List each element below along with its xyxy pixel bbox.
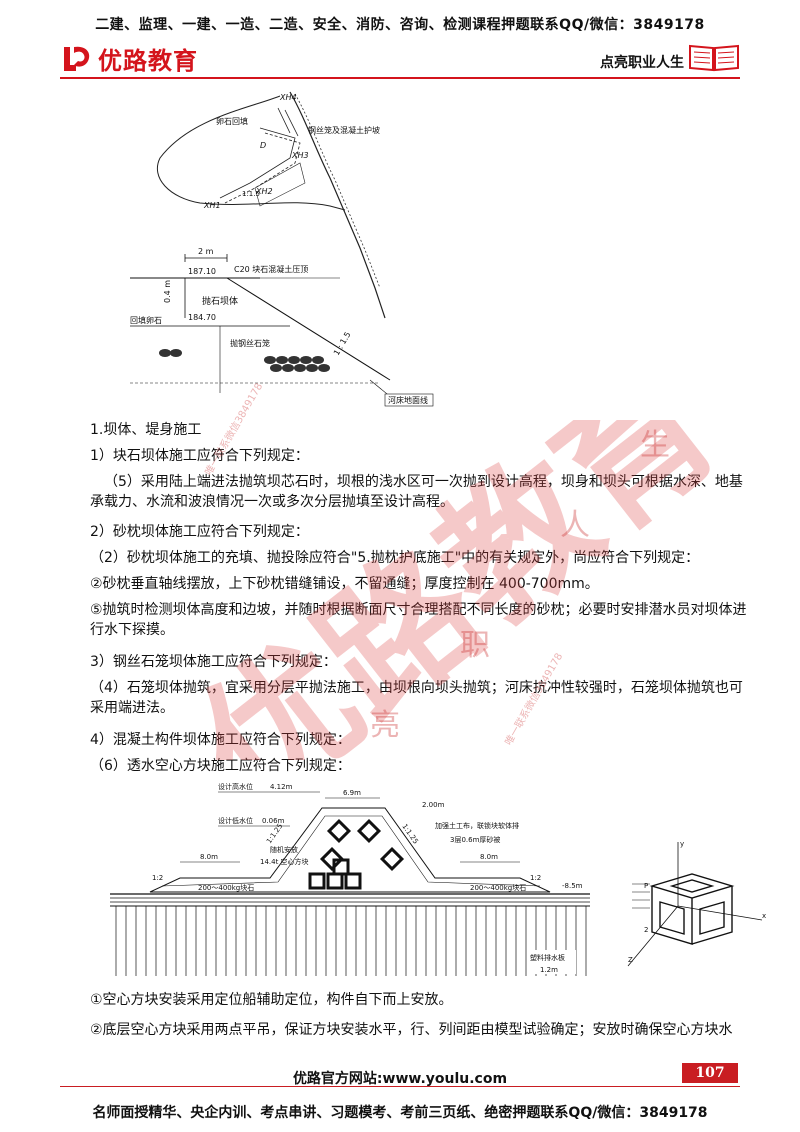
label-right-toe: 1:2 [530, 874, 541, 882]
label-gabion-concrete: 钢丝笼及混凝土护坡 [308, 125, 380, 135]
block-outline [649, 873, 735, 945]
label-geotextile: 加强土工布，联锁块软体排 [435, 821, 519, 830]
header-divider [60, 77, 740, 79]
paragraph: ②底层空心方块采用两点平吊，保证方块安装水平，行、列间距由模型试验确定；安放时确… [90, 1022, 733, 1038]
label-random-place: 随机安放 [270, 845, 298, 854]
label-drain: 塑料排水板 [530, 953, 565, 962]
drain-boards [115, 906, 587, 976]
label-xh1: XH1 [203, 201, 221, 210]
footer-divider [60, 1086, 740, 1087]
hollow-block-section-figure: 设计高水位 4.12m 设计低水位 0.06m 6.9m 2.00m 1:1.2… [110, 782, 590, 976]
page-header: 优路教育 点亮职业人生 [60, 40, 740, 80]
label-low-water-val: 0.06m [262, 817, 285, 825]
label-xh4: XH4 [279, 93, 297, 102]
gabion-stones [159, 349, 330, 372]
paragraph: （4）石笼坝体抛筑，宜采用分层平抛法施工，由坝根向坝头抛筑；河床抗冲性较强时，石… [90, 680, 743, 716]
label-drain-depth: 1.2m [540, 966, 558, 974]
hollow-blocks [308, 818, 405, 890]
paragraph: ①空心方块安装采用定位船辅助定位，构件自下而上安放。 [90, 992, 453, 1008]
label-slope-small: 1:1.5 [242, 190, 260, 198]
label-high-water: 设计高水位 [218, 782, 253, 791]
label-elev-top: 187.10 [188, 267, 216, 276]
label-d: D [260, 141, 266, 150]
label-left-berm: 8.0m [200, 853, 218, 861]
footer-website: 优路官方网站:www.youlu.com [292, 1071, 508, 1087]
label-top-width: 6.9m [343, 789, 361, 797]
dam-section-figure: XH4 卵石回填 钢丝笼及混凝土护坡 XH3 D XH2 XH1 1:1.5 2… [130, 91, 434, 407]
wave-arrows [632, 883, 650, 909]
page-number: 107 [682, 1063, 738, 1083]
paragraph: （6）透水空心方块施工应符合下列规定： [90, 758, 351, 774]
label-low-water: 设计低水位 [218, 816, 253, 825]
label-block: 14.4t 空心方块 [260, 857, 309, 866]
open-book-icon [689, 44, 739, 72]
paragraph: ②砂枕垂直轴线摆放，上下砂枕错缝铺设，不留通缝；厚度控制在 400-700mm。 [90, 576, 599, 592]
label-riverbed: 河床地面线 [388, 395, 428, 405]
label-width: 2 m [198, 247, 214, 256]
label-gabion-throw: 抛钢丝石笼 [230, 338, 270, 348]
axis-y-label: y [680, 840, 684, 848]
label-right-rock: 200～400kg块石 [470, 883, 526, 892]
label-c20: C20 块石混凝土压顶 [234, 264, 308, 274]
label-dim: 2 [644, 926, 648, 934]
label-backfill-pebble: 回填卵石 [130, 315, 162, 325]
hollow-block-isometric-figure: y x Z P 2 [627, 840, 766, 967]
label-left-toe: 1:2 [152, 874, 163, 882]
label-high-water-val: 4.12m [270, 783, 293, 791]
label-slope-left: 1:1.25 [265, 822, 284, 845]
label-backfill: 卵石回填 [216, 116, 248, 126]
paragraph: （2）砂枕坝体施工的充填、抛投除应符合"5.抛枕护底施工"中的有关规定外，尚应符… [90, 550, 700, 566]
axis-z-label: Z [628, 956, 633, 964]
youlu-logo-icon [64, 46, 90, 71]
label-xh3: XH3 [291, 151, 309, 160]
label-left-rock: 200～400kg块石 [198, 883, 254, 892]
slogan: 点亮职业人生 [600, 55, 684, 71]
top-banner: 二建、监理、一建、一造、二造、安全、消防、咨询、检测课程押题联系QQ/微信：38… [95, 17, 705, 33]
label-height: 0.4 m [163, 280, 172, 303]
logo-text: 优路教育 [98, 46, 198, 75]
paragraph: 1）块石坝体施工应符合下列规定： [90, 448, 309, 464]
paragraph: ⑤抛筑时检测坝体高度和边坡，并随时根据断面尺寸合理搭配不同长度的砂枕；必要时安排… [90, 602, 747, 638]
paragraph: 4）混凝土构件坝体施工应符合下列规定： [90, 732, 351, 748]
label-xh2: XH2 [255, 187, 273, 196]
section-heading: 1.坝体、堤身施工 [90, 422, 202, 438]
label-elev-bottom: 184.70 [188, 313, 216, 322]
label-top-elev: 2.00m [422, 801, 445, 809]
axis-x-label: x [762, 912, 766, 920]
logo: 优路教育 [60, 40, 198, 76]
label-rubble-body: 抛石坝体 [202, 295, 238, 307]
paragraph: 2）砂枕坝体施工应符合下列规定： [90, 524, 309, 540]
label-base-elev: -8.5m [562, 882, 583, 890]
bottom-banner: 名师面授精华、央企内训、考点串讲、习题模考、考前三页纸、绝密押题联系QQ/微信：… [92, 1105, 708, 1121]
label-slope: 1 : 1.5 [332, 330, 353, 357]
label-p: P [644, 882, 648, 890]
label-right-berm: 8.0m [480, 853, 498, 861]
paragraph: （5）采用陆上端进法抛筑坝芯石时，坝根的浅水区可一次抛到设计高程，坝身和坝头可根… [90, 474, 743, 510]
paragraph: 3）钢丝石笼坝体施工应符合下列规定： [90, 654, 337, 670]
label-layer: 3层0.6m厚砂被 [450, 835, 500, 844]
